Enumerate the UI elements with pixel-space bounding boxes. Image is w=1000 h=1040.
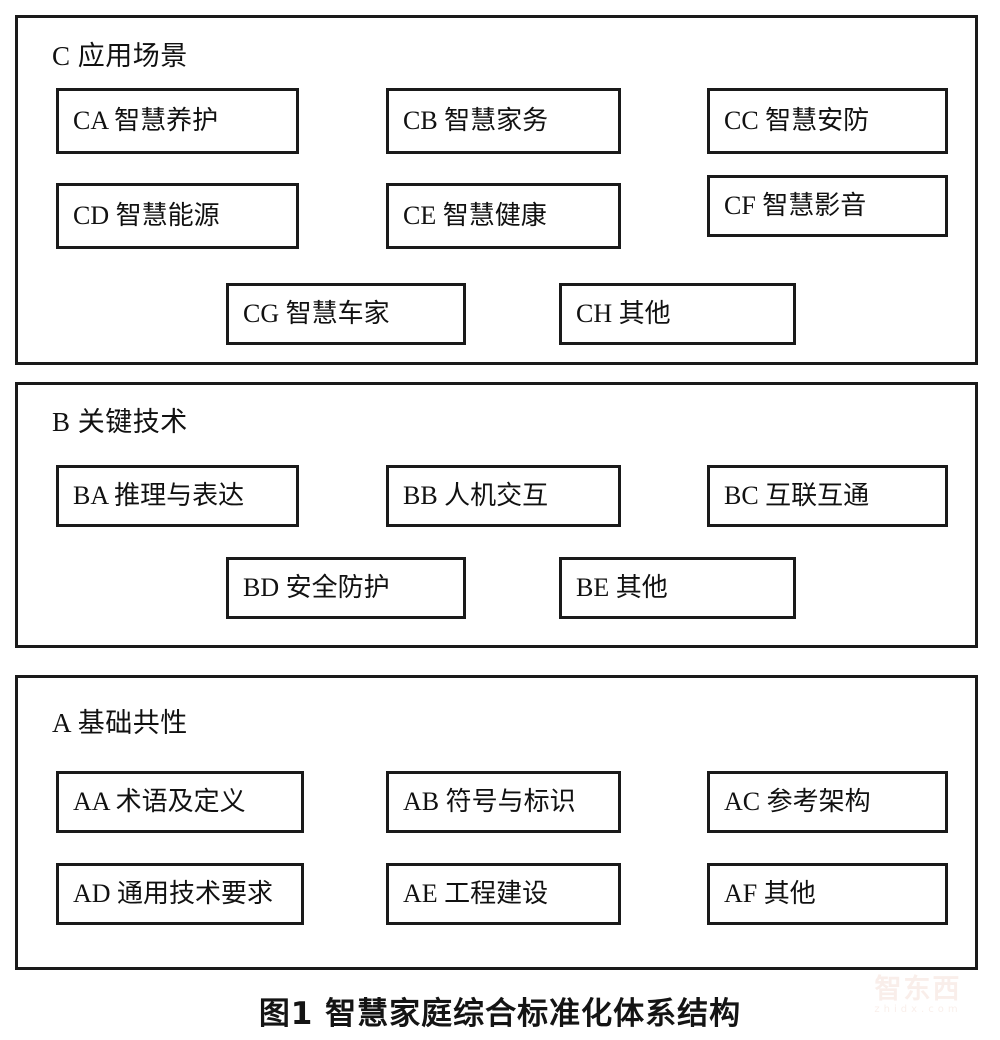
block-ba[interactable]: BA 推理与表达 — [56, 465, 299, 527]
block-bb[interactable]: BB 人机交互 — [386, 465, 621, 527]
block-cc[interactable]: CC 智慧安防 — [707, 88, 948, 154]
block-bc[interactable]: BC 互联互通 — [707, 465, 948, 527]
block-ch[interactable]: CH 其他 — [559, 283, 796, 345]
block-cb[interactable]: CB 智慧家务 — [386, 88, 621, 154]
block-cg[interactable]: CG 智慧车家 — [226, 283, 466, 345]
block-cf[interactable]: CF 智慧影音 — [707, 175, 948, 237]
block-ab[interactable]: AB 符号与标识 — [386, 771, 621, 833]
block-ce[interactable]: CE 智慧健康 — [386, 183, 621, 249]
block-af[interactable]: AF 其他 — [707, 863, 948, 925]
layer-title-a: A 基础共性 — [52, 708, 188, 738]
layer-title-c: C 应用场景 — [52, 41, 188, 71]
block-aa[interactable]: AA 术语及定义 — [56, 771, 304, 833]
block-ae[interactable]: AE 工程建设 — [386, 863, 621, 925]
layer-container-b: B 关键技术 BA 推理与表达 BB 人机交互 BC 互联互通 BD 安全防护 … — [15, 382, 978, 648]
block-ad[interactable]: AD 通用技术要求 — [56, 863, 304, 925]
figure-caption: 图1 智慧家庭综合标准化体系结构 — [258, 996, 742, 1032]
layer-title-b: B 关键技术 — [52, 407, 188, 437]
block-bd[interactable]: BD 安全防护 — [226, 557, 466, 619]
block-ca[interactable]: CA 智慧养护 — [56, 88, 299, 154]
block-cd[interactable]: CD 智慧能源 — [56, 183, 299, 249]
block-be[interactable]: BE 其他 — [559, 557, 796, 619]
layer-container-a: A 基础共性 AA 术语及定义 AB 符号与标识 AC 参考架构 AD 通用技术… — [15, 675, 978, 970]
layer-container-c: C 应用场景 CA 智慧养护 CB 智慧家务 CC 智慧安防 CD 智慧能源 C… — [15, 15, 978, 365]
block-ac[interactable]: AC 参考架构 — [707, 771, 948, 833]
